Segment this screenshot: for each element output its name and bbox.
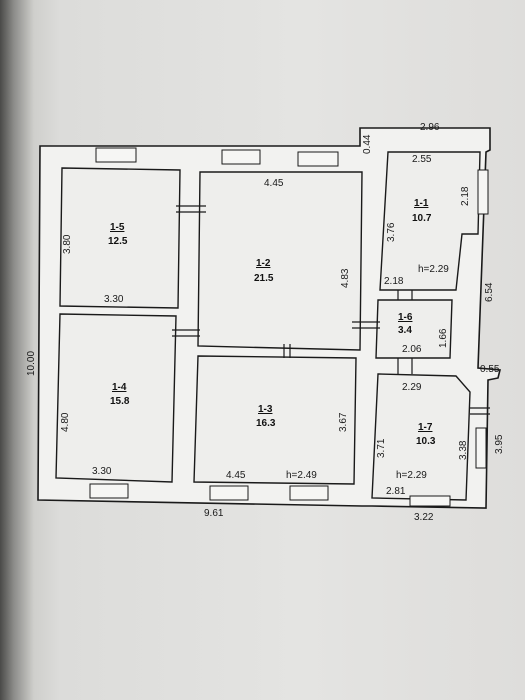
window-bottom-2 xyxy=(209,485,249,501)
dim-r17-inner: 3.38 xyxy=(458,440,469,460)
dim-overall-height: 10.00 xyxy=(26,351,37,376)
dim-r16-width: 2.06 xyxy=(402,344,422,355)
dim-r11-inner: 2.18 xyxy=(460,186,471,206)
room-1-1-id: 1-1 xyxy=(414,198,429,209)
dim-r15-height: 3.80 xyxy=(62,234,73,254)
room-1-2-id: 1-2 xyxy=(256,258,271,269)
dim-r17-ceiling: h=2.29 xyxy=(396,470,427,481)
room-1-5-id: 1-5 xyxy=(110,222,125,233)
dim-ext-right-step: 0.55 xyxy=(480,364,500,375)
door-marks xyxy=(172,205,490,415)
room-1-7-id: 1-7 xyxy=(418,422,433,433)
window-top-3 xyxy=(297,151,339,167)
room-1-6-id: 1-6 xyxy=(398,312,413,323)
dim-r17-width: 2.29 xyxy=(402,382,422,393)
dim-r11-ceiling: h=2.29 xyxy=(418,264,449,275)
dim-r14-width: 3.30 xyxy=(92,466,112,477)
room-1-4-id: 1-4 xyxy=(112,382,127,393)
room-1-3-id: 1-3 xyxy=(258,404,273,415)
window-bottom-1 xyxy=(89,483,129,499)
room-1-4-area-label: 15.8 xyxy=(110,396,130,407)
window-top-2 xyxy=(221,149,261,165)
room-1-6-area xyxy=(375,299,453,359)
room-1-4-area xyxy=(55,313,177,483)
dim-ext-top-right: 2.96 xyxy=(420,122,440,133)
room-1-2-area-label: 21.5 xyxy=(254,273,274,284)
room-1-3-area-label: 16.3 xyxy=(256,418,276,429)
dim-r15-width: 3.30 xyxy=(104,294,124,305)
room-1-7-area xyxy=(371,373,471,501)
dim-r13-height: 3.67 xyxy=(338,412,349,432)
dim-r12-height: 4.83 xyxy=(340,268,351,288)
window-top-1 xyxy=(95,147,137,163)
dim-ext-right-height: 6.54 xyxy=(484,282,495,302)
room-1-1-area xyxy=(379,151,481,291)
dim-ext-offset: 0.44 xyxy=(362,134,373,154)
dim-ext-right-lower: 3.95 xyxy=(494,434,505,454)
dim-r17-bottom: 2.81 xyxy=(386,486,406,497)
window-right-1 xyxy=(477,169,489,215)
dim-r11-width: 2.55 xyxy=(412,154,432,165)
room-1-6-area-label: 3.4 xyxy=(398,325,412,336)
room-1-5-area xyxy=(59,167,181,309)
dim-r14-height: 4.80 xyxy=(60,412,71,432)
dim-r13-ceiling: h=2.49 xyxy=(286,470,317,481)
room-1-3-area xyxy=(193,355,357,485)
dim-ext-bottom-right: 3.22 xyxy=(414,512,434,523)
dim-r16-height: 1.66 xyxy=(438,328,449,348)
room-1-2-area xyxy=(197,171,363,351)
dim-r11-bottom: 2.18 xyxy=(384,276,404,287)
dim-r13-width: 4.45 xyxy=(226,470,246,481)
window-bottom-3 xyxy=(289,485,329,501)
window-right-2 xyxy=(475,427,487,469)
window-bottom-4 xyxy=(409,495,451,507)
dim-r17-height: 3.71 xyxy=(376,438,387,458)
room-1-5-area-label: 12.5 xyxy=(108,236,128,247)
dim-overall-width: 9.61 xyxy=(204,508,224,519)
room-1-1-area-label: 10.7 xyxy=(412,213,432,224)
dim-r12-width: 4.45 xyxy=(264,178,284,189)
room-1-7-area-label: 10.3 xyxy=(416,436,436,447)
dim-r11-height: 3.76 xyxy=(386,222,397,242)
